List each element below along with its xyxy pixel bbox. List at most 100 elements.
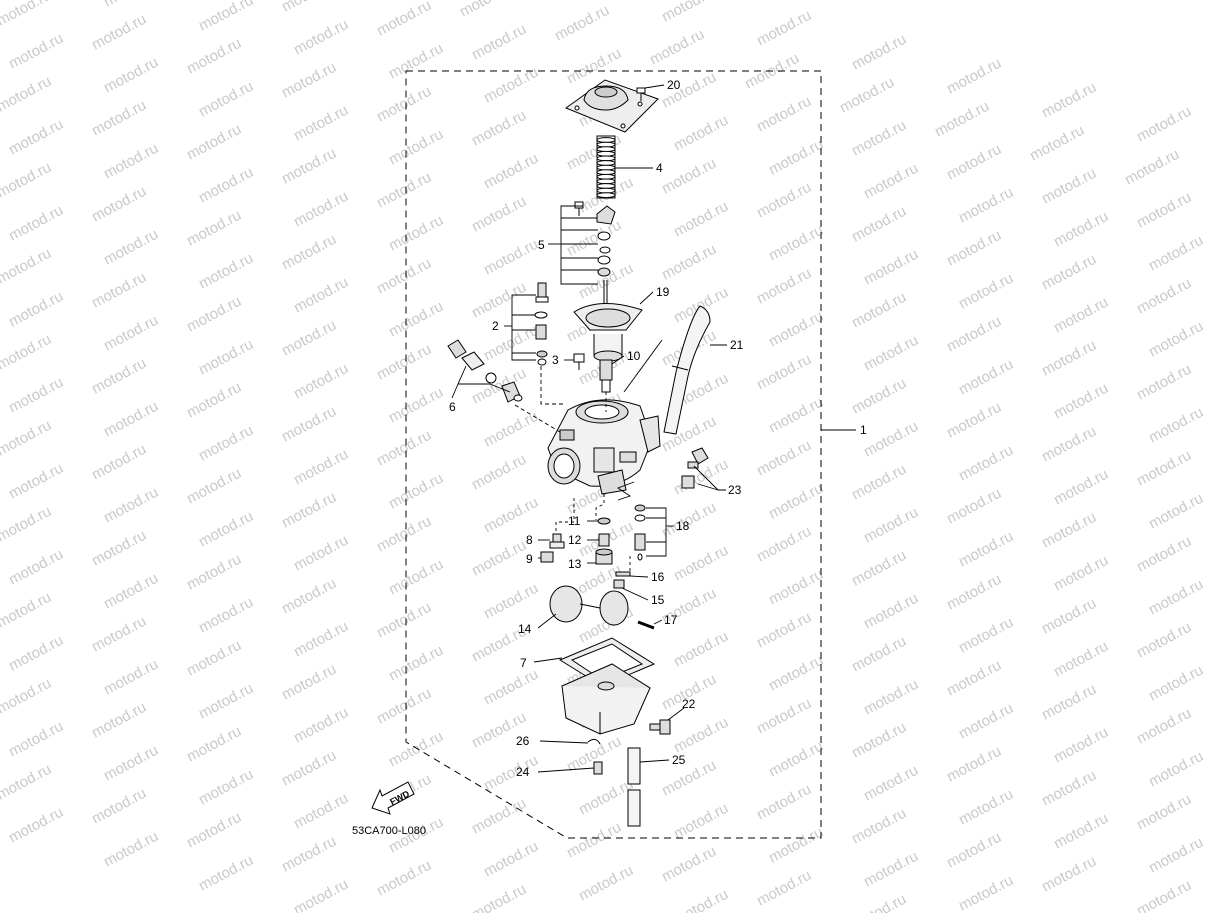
watermark-text: motod.ru bbox=[1051, 466, 1111, 509]
part-carburetor-body bbox=[547, 399, 661, 495]
callout-10: 10 bbox=[627, 349, 641, 363]
watermark-text: motod.ru bbox=[837, 74, 897, 117]
watermark-text: motod.ru bbox=[469, 795, 529, 838]
watermark-text: motod.ru bbox=[0, 503, 54, 546]
watermark-text: motod.ru bbox=[944, 55, 1004, 98]
watermark-text: motod.ru bbox=[481, 838, 541, 881]
watermark-text: motod.ru bbox=[671, 112, 731, 155]
watermark-text: motod.ru bbox=[196, 766, 256, 809]
watermark-text: motod.ru bbox=[481, 752, 541, 795]
watermark-text: motod.ru bbox=[1134, 275, 1194, 318]
watermark-text: motod.ru bbox=[291, 446, 351, 489]
watermark-text: motod.ru bbox=[766, 480, 826, 523]
watermark-text: motod.ru bbox=[291, 618, 351, 661]
watermark-text: motod.ru bbox=[481, 150, 541, 193]
watermark-text: motod.ru bbox=[932, 98, 992, 141]
watermark-text: motod.ru bbox=[1039, 79, 1099, 122]
watermark-text: motod.ru bbox=[6, 30, 66, 73]
watermark-text: motod.ru bbox=[101, 484, 161, 527]
watermark-text: motod.ru bbox=[1134, 103, 1194, 146]
watermark-text: motod.ru bbox=[944, 657, 1004, 700]
watermark-text: motod.ru bbox=[184, 551, 244, 594]
watermark-text: motod.ru bbox=[659, 843, 719, 886]
part-drain-screw bbox=[649, 719, 671, 735]
part-hose bbox=[663, 305, 711, 435]
watermark-text: motod.ru bbox=[1039, 509, 1099, 552]
watermark-text: motod.ru bbox=[196, 508, 256, 551]
watermark-text: motod.ru bbox=[671, 714, 731, 757]
watermark-text: motod.ru bbox=[1039, 681, 1099, 724]
watermark-text: motod.ru bbox=[481, 236, 541, 279]
watermark-text: motod.ru bbox=[1039, 853, 1099, 896]
watermark-text: motod.ru bbox=[6, 546, 66, 589]
callout-16: 16 bbox=[651, 570, 665, 584]
watermark-text: motod.ru bbox=[1051, 724, 1111, 767]
watermark-text: motod.ru bbox=[196, 594, 256, 637]
spring-coil bbox=[596, 141, 616, 148]
watermark-text: motod.ru bbox=[766, 222, 826, 265]
watermark-text: motod.ru bbox=[861, 160, 921, 203]
watermark-text: motod.ru bbox=[0, 589, 54, 632]
watermark-text: motod.ru bbox=[0, 0, 54, 30]
watermark-text: motod.ru bbox=[754, 695, 814, 738]
watermark-text: motod.ru bbox=[279, 59, 339, 102]
watermark-text: motod.ru bbox=[386, 470, 446, 513]
part-screw-15 bbox=[613, 579, 625, 589]
watermark-text: motod.ru bbox=[89, 355, 149, 398]
callout-17: 17 bbox=[664, 613, 678, 627]
callout-2: 2 bbox=[492, 319, 499, 333]
watermark-text: motod.ru bbox=[374, 599, 434, 642]
watermark-text: motod.ru bbox=[374, 0, 434, 40]
watermark-text: motod.ru bbox=[1027, 122, 1087, 165]
watermark-text: motod.ru bbox=[196, 78, 256, 121]
callout-21: 21 bbox=[730, 338, 744, 352]
part-float-chamber bbox=[560, 663, 652, 735]
watermark-text: motod.ru bbox=[0, 245, 54, 288]
watermark-text: motod.ru bbox=[754, 867, 814, 910]
watermark-text: motod.ru bbox=[1146, 748, 1206, 791]
watermark-text: motod.ru bbox=[386, 126, 446, 169]
callout-25: 25 bbox=[672, 753, 686, 767]
watermark-text: motod.ru bbox=[184, 35, 244, 78]
spring-coil bbox=[596, 183, 616, 189]
watermark-text: motod.ru bbox=[576, 862, 636, 905]
watermark-text: motod.ru bbox=[1134, 619, 1194, 662]
watermark-text: motod.ru bbox=[849, 719, 909, 762]
part-jet-9 bbox=[540, 551, 554, 563]
watermark-text: motod.ru bbox=[944, 743, 1004, 786]
watermark-text: motod.ru bbox=[196, 164, 256, 207]
watermark-text: motod.ru bbox=[754, 265, 814, 308]
watermark-text: motod.ru bbox=[184, 637, 244, 680]
watermark-text: motod.ru bbox=[89, 441, 149, 484]
watermark-text: motod.ru bbox=[861, 332, 921, 375]
watermark-text: motod.ru bbox=[754, 7, 814, 50]
watermark-text: motod.ru bbox=[1051, 208, 1111, 251]
watermark-text: motod.ru bbox=[849, 633, 909, 676]
watermark-text: motod.ru bbox=[956, 356, 1016, 399]
watermark-text: motod.ru bbox=[956, 872, 1016, 913]
watermark-text: motod.ru bbox=[469, 107, 529, 150]
spring-coil bbox=[596, 150, 616, 157]
watermark-text: motod.ru bbox=[184, 293, 244, 336]
watermark-text: motod.ru bbox=[766, 136, 826, 179]
watermark-text: motod.ru bbox=[849, 461, 909, 504]
callout-14: 14 bbox=[518, 622, 532, 636]
callout-18: 18 bbox=[676, 519, 690, 533]
watermark-text: motod.ru bbox=[754, 93, 814, 136]
callout-8: 8 bbox=[526, 533, 533, 547]
watermark-text: motod.ru bbox=[1134, 791, 1194, 834]
watermark-text: motod.ru bbox=[754, 523, 814, 566]
watermark-text: motod.ru bbox=[196, 680, 256, 723]
callout-3: 3 bbox=[552, 353, 559, 367]
watermark-text: motod.ru bbox=[6, 460, 66, 503]
watermark-text: motod.ru bbox=[766, 652, 826, 695]
watermark-text: motod.ru bbox=[754, 351, 814, 394]
watermark-text: motod.ru bbox=[0, 331, 54, 374]
watermark-text: motod.ru bbox=[279, 0, 339, 16]
part-drain-tube bbox=[627, 747, 641, 827]
watermark-text: motod.ru bbox=[766, 308, 826, 351]
watermark-text: motod.ru bbox=[849, 547, 909, 590]
watermark-text: motod.ru bbox=[291, 360, 351, 403]
watermark-text: motod.ru bbox=[1134, 705, 1194, 748]
watermark-text: motod.ru bbox=[1051, 294, 1111, 337]
